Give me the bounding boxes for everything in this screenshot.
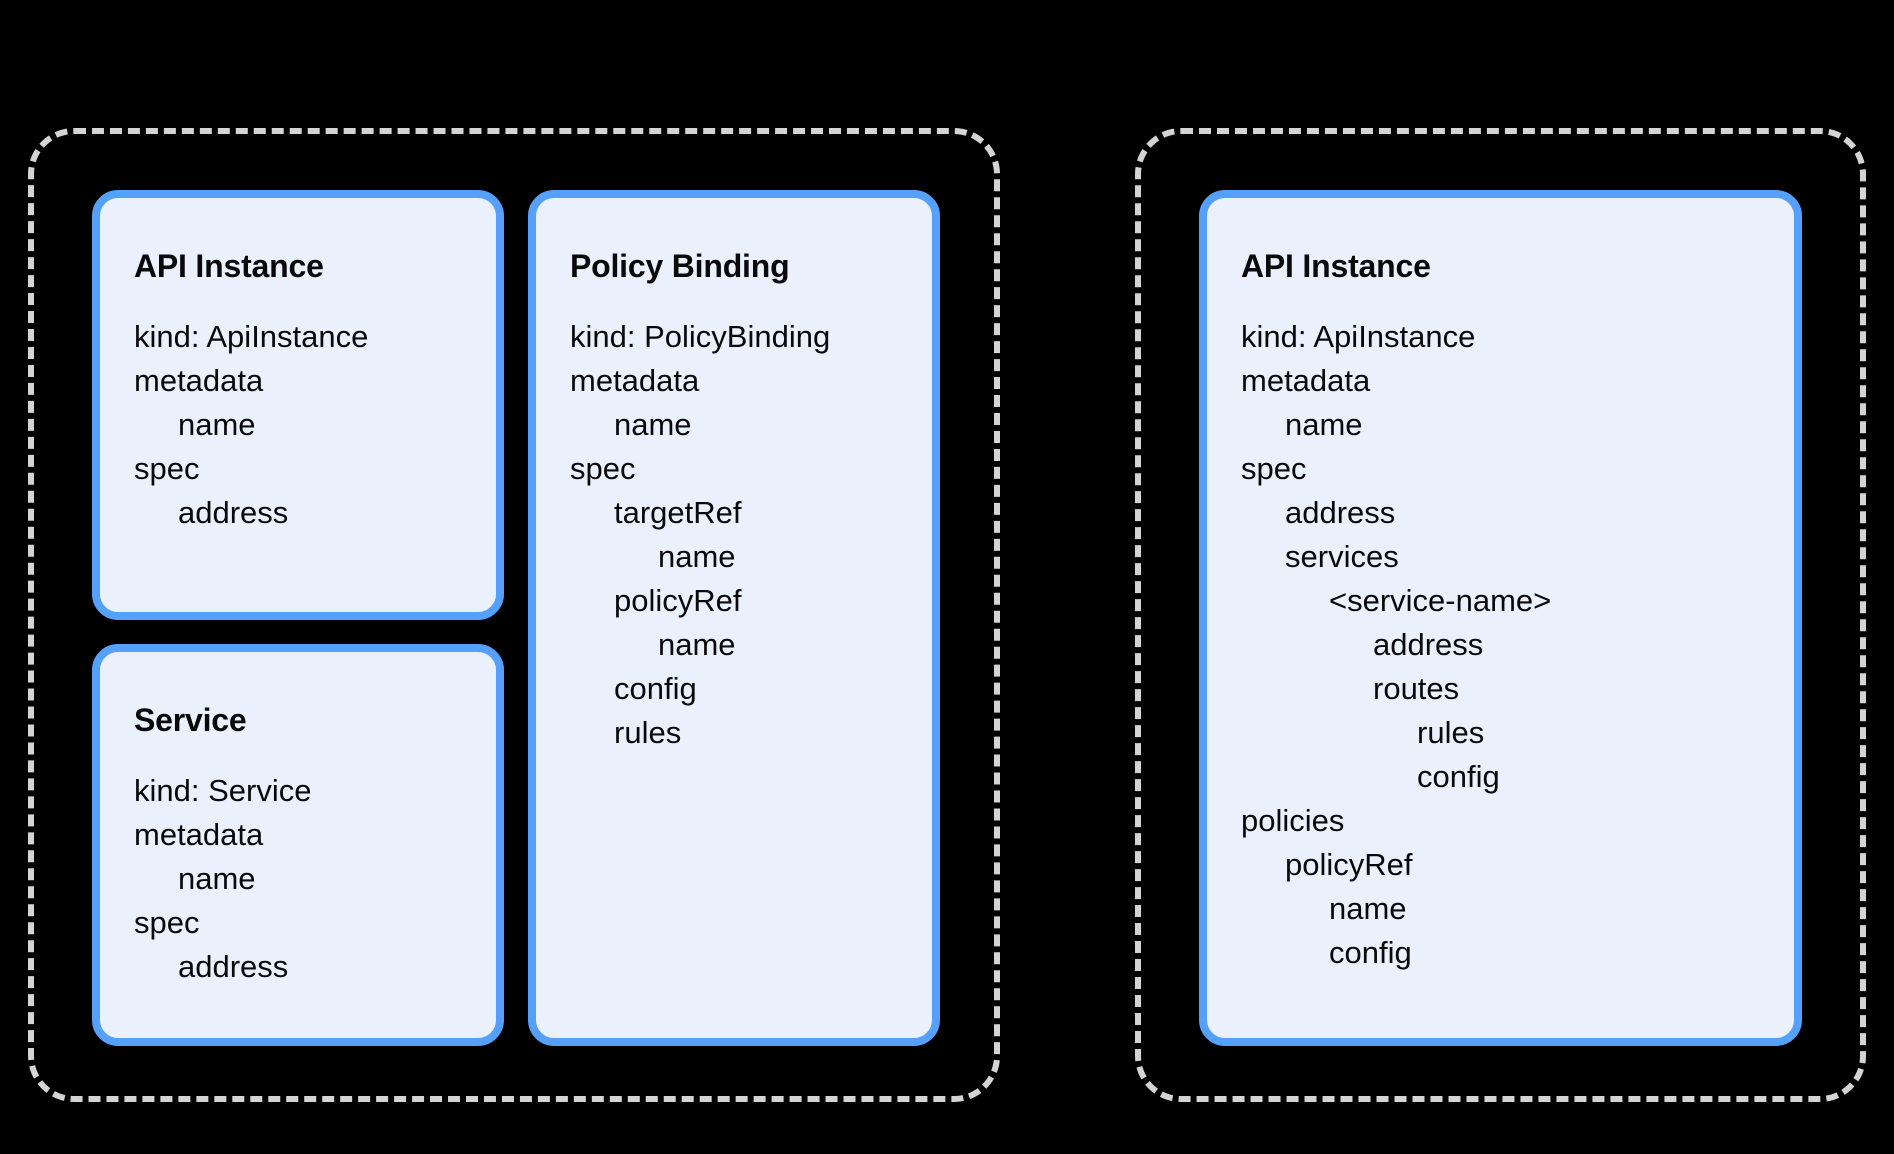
- card-policy-binding[interactable]: Policy Binding kind: PolicyBinding metad…: [528, 190, 940, 1046]
- card-body: kind: ApiInstance metadata name spec add…: [134, 315, 496, 535]
- card-title: Policy Binding: [570, 248, 790, 284]
- spec-line: address: [1285, 495, 1396, 530]
- spec-line: name: [178, 407, 256, 442]
- group-container-right: [1135, 128, 1866, 1102]
- card-body: kind: PolicyBinding metadata name spec t…: [570, 315, 932, 755]
- spec-line: metadata: [134, 363, 264, 398]
- spec-line: metadata: [134, 817, 264, 852]
- spec-line: policyRef: [614, 583, 742, 618]
- spec-line: <service-name>: [1329, 583, 1552, 618]
- card-body: kind: Service metadata name spec address: [134, 769, 496, 989]
- spec-line: rules: [1417, 715, 1485, 750]
- spec-line: policyRef: [1285, 847, 1413, 882]
- spec-line: config: [1417, 759, 1500, 794]
- card-service[interactable]: Service kind: Service metadata name spec…: [92, 644, 504, 1046]
- spec-line: name: [178, 861, 256, 896]
- card-api-instance-right[interactable]: API Instance kind: ApiInstance metadata …: [1199, 190, 1802, 1046]
- spec-line: kind: ApiInstance: [134, 319, 369, 354]
- spec-line: config: [614, 671, 697, 706]
- spec-line: address: [178, 949, 289, 984]
- spec-line: kind: ApiInstance: [1241, 319, 1476, 354]
- card-title: Service: [134, 702, 247, 738]
- spec-line: name: [1285, 407, 1363, 442]
- spec-line: address: [1373, 627, 1484, 662]
- group-container-left: [28, 128, 1000, 1102]
- spec-line: policies: [1241, 803, 1345, 838]
- spec-line: name: [1329, 891, 1407, 926]
- spec-line: name: [658, 539, 736, 574]
- card-title: API Instance: [134, 248, 324, 284]
- card-body: kind: ApiInstance metadata name spec add…: [1241, 315, 1794, 975]
- spec-line: services: [1285, 539, 1399, 574]
- spec-line: name: [614, 407, 692, 442]
- spec-line: routes: [1373, 671, 1460, 706]
- spec-line: address: [178, 495, 289, 530]
- spec-line: config: [1329, 935, 1412, 970]
- spec-line: spec: [570, 451, 636, 486]
- spec-line: spec: [134, 905, 200, 940]
- spec-line: kind: Service: [134, 773, 312, 808]
- spec-line: rules: [614, 715, 682, 750]
- spec-line: metadata: [570, 363, 700, 398]
- spec-line: spec: [1241, 451, 1307, 486]
- spec-line: metadata: [1241, 363, 1371, 398]
- spec-line: kind: PolicyBinding: [570, 319, 831, 354]
- card-title: API Instance: [1241, 248, 1431, 284]
- spec-line: spec: [134, 451, 200, 486]
- spec-line: targetRef: [614, 495, 742, 530]
- card-api-instance-left[interactable]: API Instance kind: ApiInstance metadata …: [92, 190, 504, 620]
- spec-line: name: [658, 627, 736, 662]
